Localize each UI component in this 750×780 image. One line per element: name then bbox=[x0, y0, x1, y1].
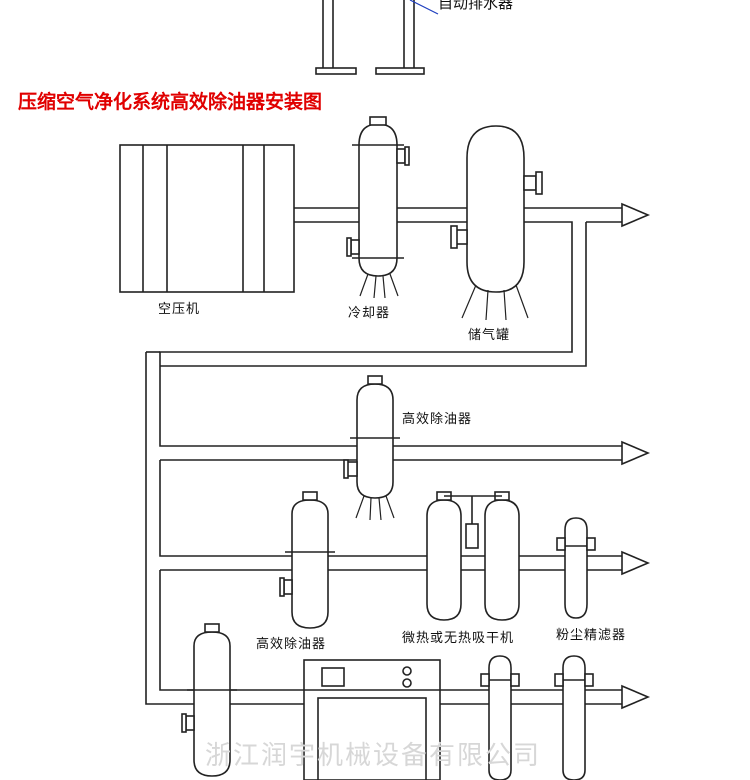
compressor-label: 空压机 bbox=[158, 302, 200, 317]
dryer-label: 微热或无热吸干机 bbox=[402, 631, 514, 646]
tank-label: 储气罐 bbox=[468, 327, 510, 343]
company-watermark: 浙江润宇机械设备有限公司 bbox=[205, 741, 541, 771]
air-storage-tank: 储气罐 bbox=[450, 125, 543, 343]
bottom-filter-a bbox=[480, 655, 520, 780]
filter-upper-label: 高效除油器 bbox=[402, 411, 472, 427]
oil-filter-upper: 高效除油器 bbox=[343, 375, 472, 521]
refrigerated-dryer bbox=[303, 659, 441, 780]
dust-filter: 粉尘精滤器 bbox=[556, 517, 626, 643]
adsorption-dryer: 微热或无热吸干机 bbox=[402, 491, 520, 646]
bottom-filter-b bbox=[554, 655, 594, 780]
cooler: 冷却器 bbox=[346, 116, 410, 321]
diagram-title: 压缩空气净化系统高效除油器安装图 bbox=[18, 90, 322, 113]
top-fragment: 自动排水器 bbox=[315, 0, 513, 75]
cooler-label: 冷却器 bbox=[348, 306, 390, 321]
dust-filter-label: 粉尘精滤器 bbox=[556, 628, 626, 643]
oil-filter-bottom bbox=[181, 623, 237, 777]
piping-network bbox=[145, 202, 651, 710]
filter-middle-label: 高效除油器 bbox=[256, 636, 326, 652]
drain-callout-label: 自动排水器 bbox=[438, 0, 513, 12]
air-compressor: 空压机 bbox=[119, 144, 295, 317]
oil-filter-middle: 高效除油器 bbox=[256, 491, 335, 652]
